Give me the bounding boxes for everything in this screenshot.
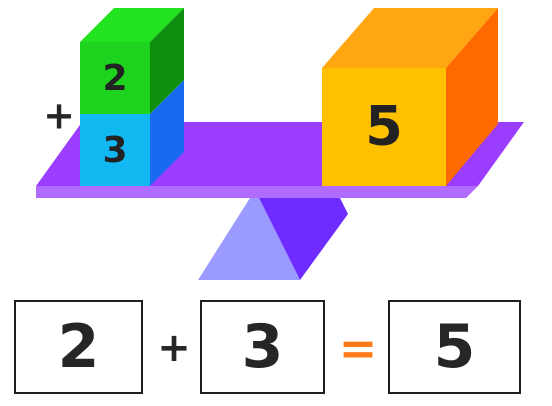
block-three: 3 bbox=[80, 80, 184, 186]
equation-left-value: 2 bbox=[57, 312, 100, 382]
equation-right-box: 5 bbox=[388, 300, 521, 394]
block-five-side-face bbox=[446, 8, 498, 186]
block-three-front-face bbox=[80, 114, 150, 186]
equation-middle-box: 3 bbox=[200, 300, 325, 394]
balance-scale: 3 2 + 5 bbox=[36, 8, 524, 280]
equation-left-box: 2 bbox=[14, 300, 143, 394]
equation-right-value: 5 bbox=[433, 312, 476, 382]
block-five-front-face bbox=[322, 68, 446, 186]
fulcrum bbox=[198, 190, 348, 280]
equation-middle-value: 3 bbox=[241, 312, 284, 382]
block-two-side-face bbox=[150, 8, 184, 114]
block-two-label: 2 bbox=[102, 58, 127, 99]
stack-plus-sign: + bbox=[43, 94, 75, 138]
block-five-label: 5 bbox=[365, 95, 403, 158]
equation-plus-sign: + bbox=[157, 325, 191, 371]
fulcrum-front-face bbox=[198, 190, 300, 280]
block-two-front-face bbox=[80, 42, 150, 114]
fulcrum-side-face bbox=[255, 190, 348, 280]
block-five-top-face bbox=[322, 8, 498, 68]
equation-equals-sign: = bbox=[338, 321, 378, 375]
block-three-label: 3 bbox=[102, 130, 127, 171]
beam-front-face bbox=[36, 186, 478, 198]
block-two: 2 bbox=[80, 8, 184, 114]
block-three-side-face bbox=[150, 80, 184, 186]
block-two-top-face bbox=[80, 8, 184, 42]
block-five: 5 bbox=[322, 8, 498, 186]
